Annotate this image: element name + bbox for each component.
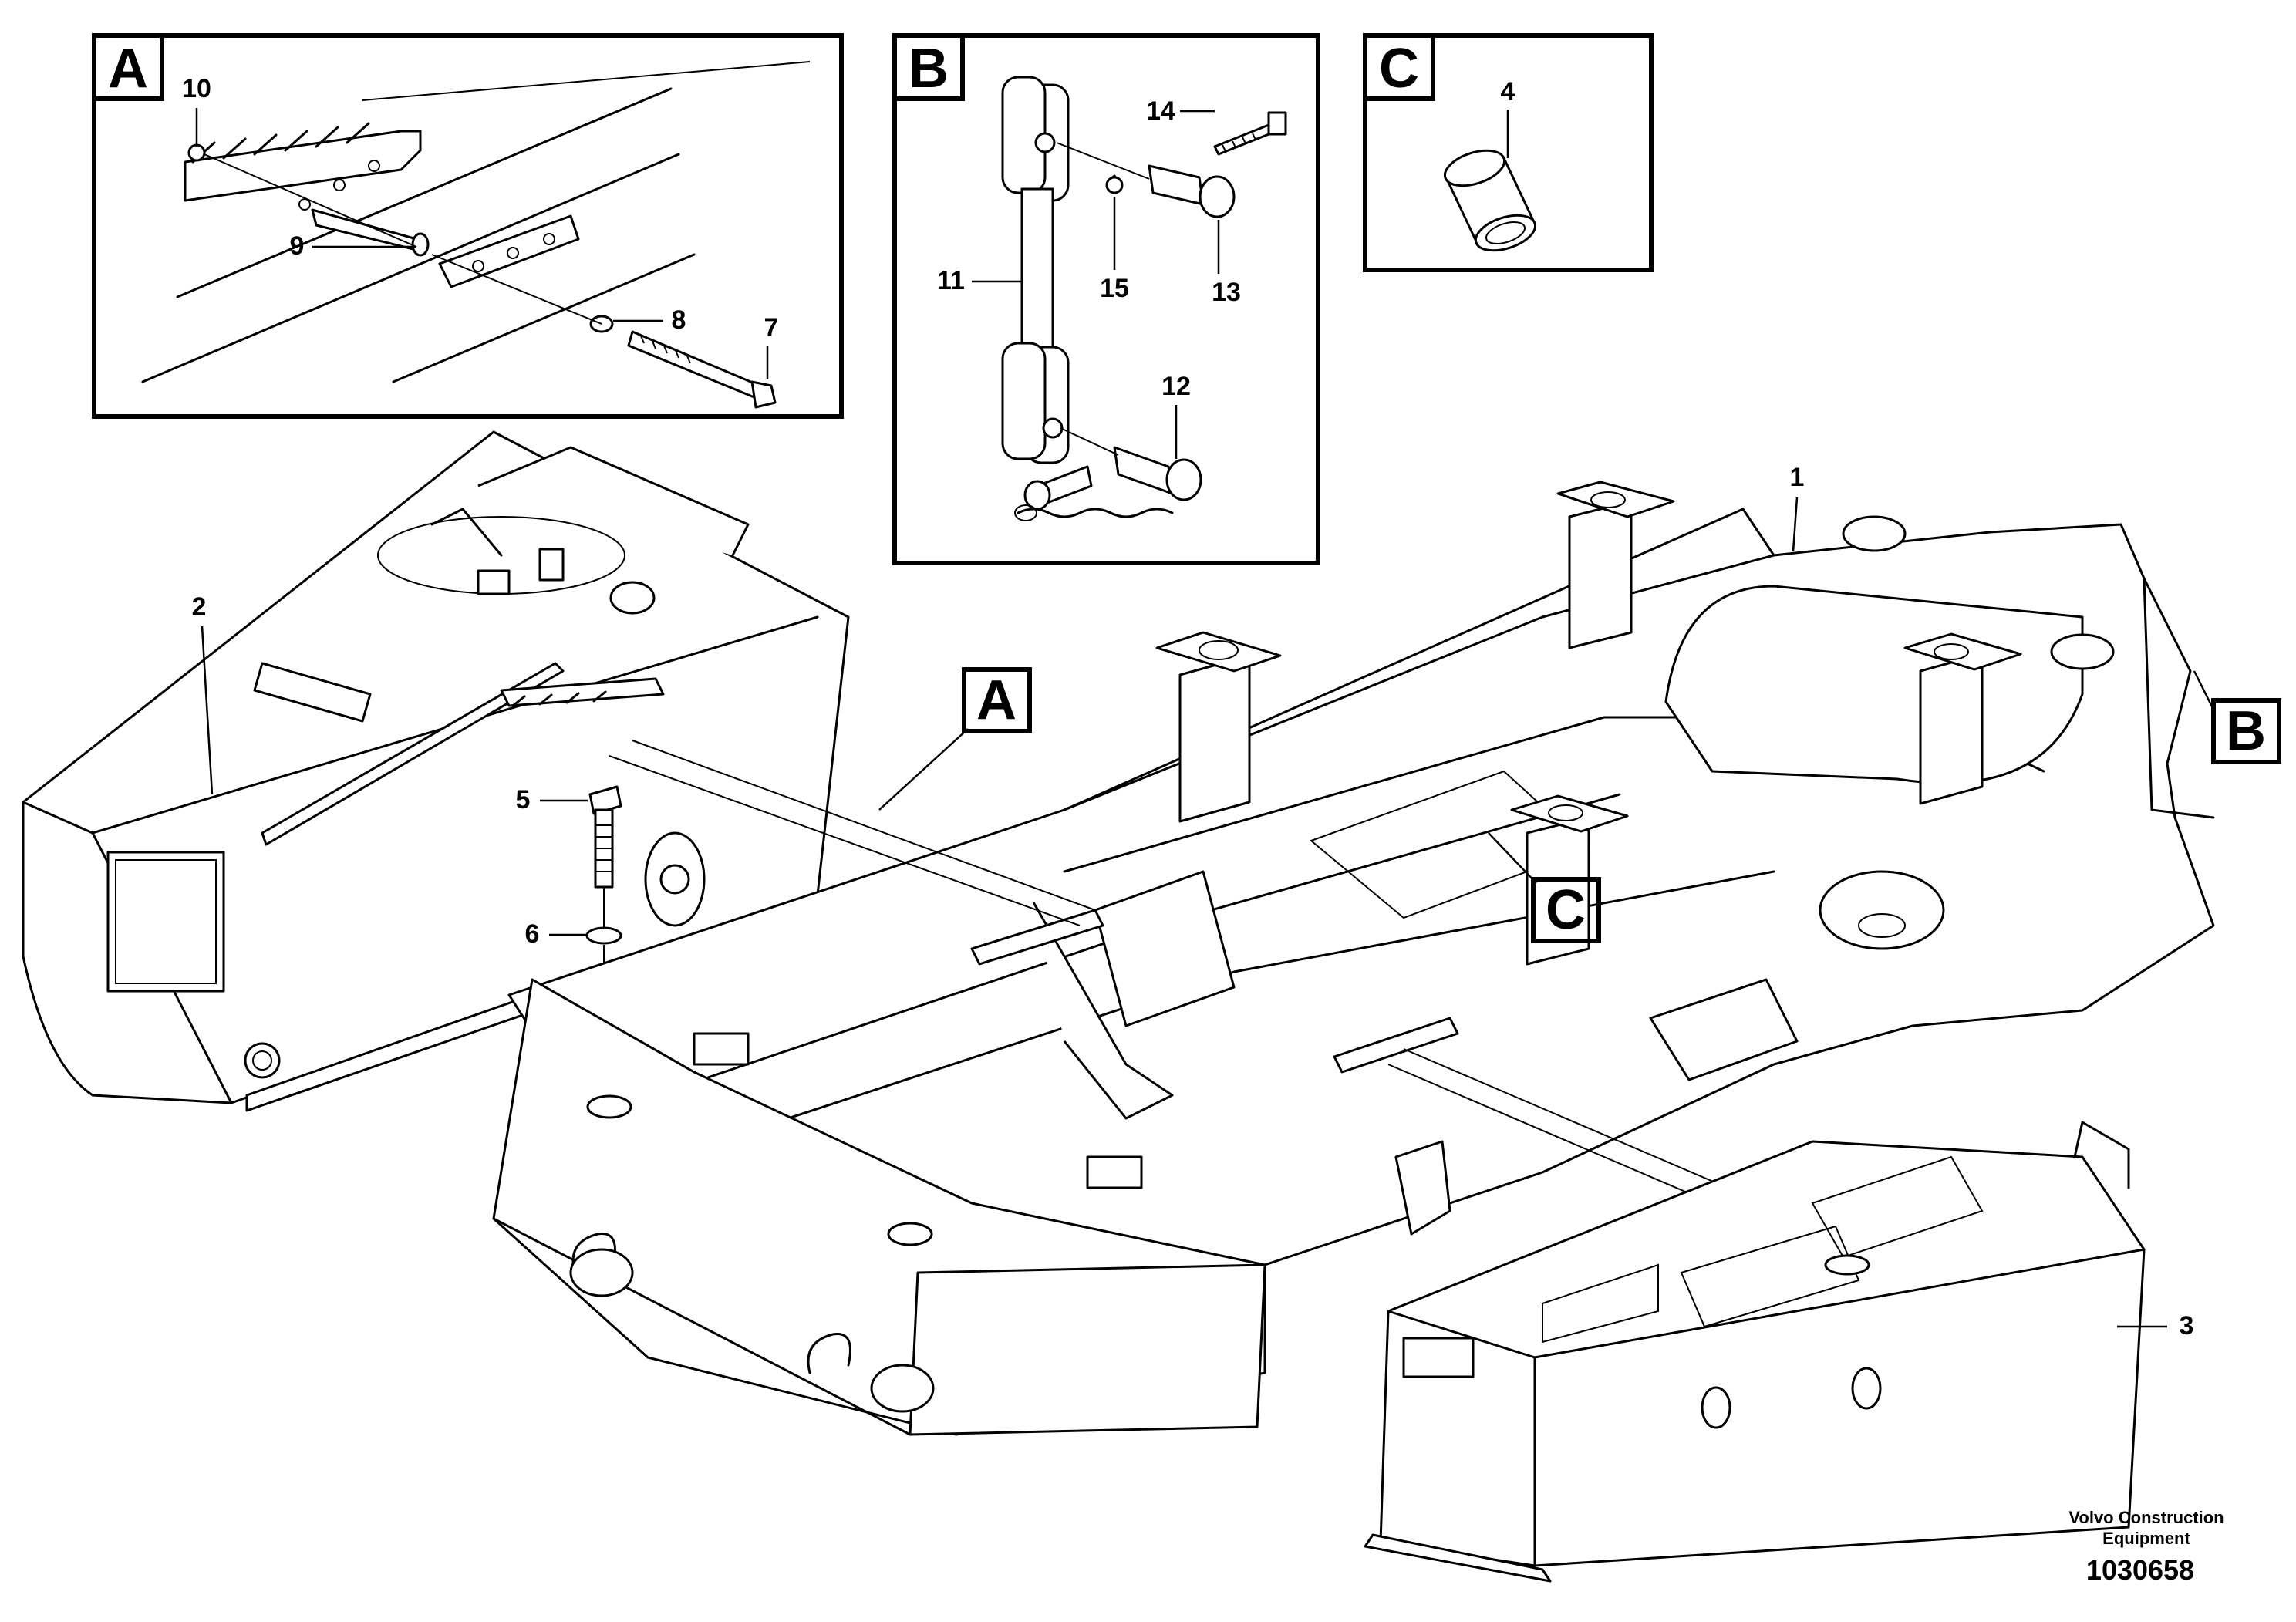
callout-frame: 1 [1790,463,1805,492]
frame-post-center [1510,794,1629,966]
detail-a-border [92,33,844,419]
detail-a-drawing [141,61,811,409]
callout-c-1: 4 [1501,77,1515,106]
frame-post-front [1155,631,1282,823]
callout-right-tank: 3 [2180,1311,2194,1340]
callout-washer: 6 [525,919,540,949]
detail-c-label-box [1363,33,1435,101]
company-name-line2: Equipment [2102,1529,2190,1548]
callout-b-5: 12 [1161,372,1191,401]
detail-view-b: B 14 11 15 [892,33,1320,565]
callout-bolt: 5 [516,785,531,814]
callout-b-1: 14 [1146,96,1175,126]
svg-text:A: A [976,669,1017,731]
callout-b-2: 11 [937,266,965,295]
callout-a-4: 7 [764,313,779,342]
reference-tag-b: B [2193,670,2281,764]
reference-tag-c: C [1488,832,1601,943]
detail-b-border [892,33,1320,565]
svg-text:B: B [2226,700,2266,762]
detail-b-letter: B [909,38,949,99]
drawing-number: 1030658 [2086,1554,2194,1586]
callout-a-3: 8 [672,305,686,335]
svg-text:C: C [1546,879,1586,941]
detail-a-letter: A [108,38,148,99]
reference-tag-a: A [878,667,1032,811]
detail-c-letter: C [1379,38,1419,99]
detail-c-drawing [1443,149,1537,252]
callout-a-1: 10 [182,74,211,103]
frame-post-rear-right [1903,632,2022,805]
right-tank [1364,1121,2146,1583]
company-name-line1: Volvo Construction [2068,1508,2224,1527]
frame-post-rear-left [1556,481,1675,649]
bolt-assembly [585,785,622,1010]
footer-block: Volvo Construction Equipment 1030658 [2068,1508,2224,1586]
detail-b-label-box [892,33,965,101]
callout-a-2: 9 [290,231,305,261]
callout-b-3: 15 [1100,274,1129,303]
detail-c-border [1363,33,1654,272]
frame-counterweight [492,978,1266,1436]
callout-left-tank: 2 [192,592,207,622]
detail-view-c: C 4 [1363,33,1654,272]
detail-view-a: A 10 9 8 7 [92,33,844,419]
detail-a-label-box [92,33,164,101]
callout-b-4: 13 [1212,278,1241,307]
main-frame [492,481,2215,1436]
detail-b-drawing [1001,76,1287,521]
